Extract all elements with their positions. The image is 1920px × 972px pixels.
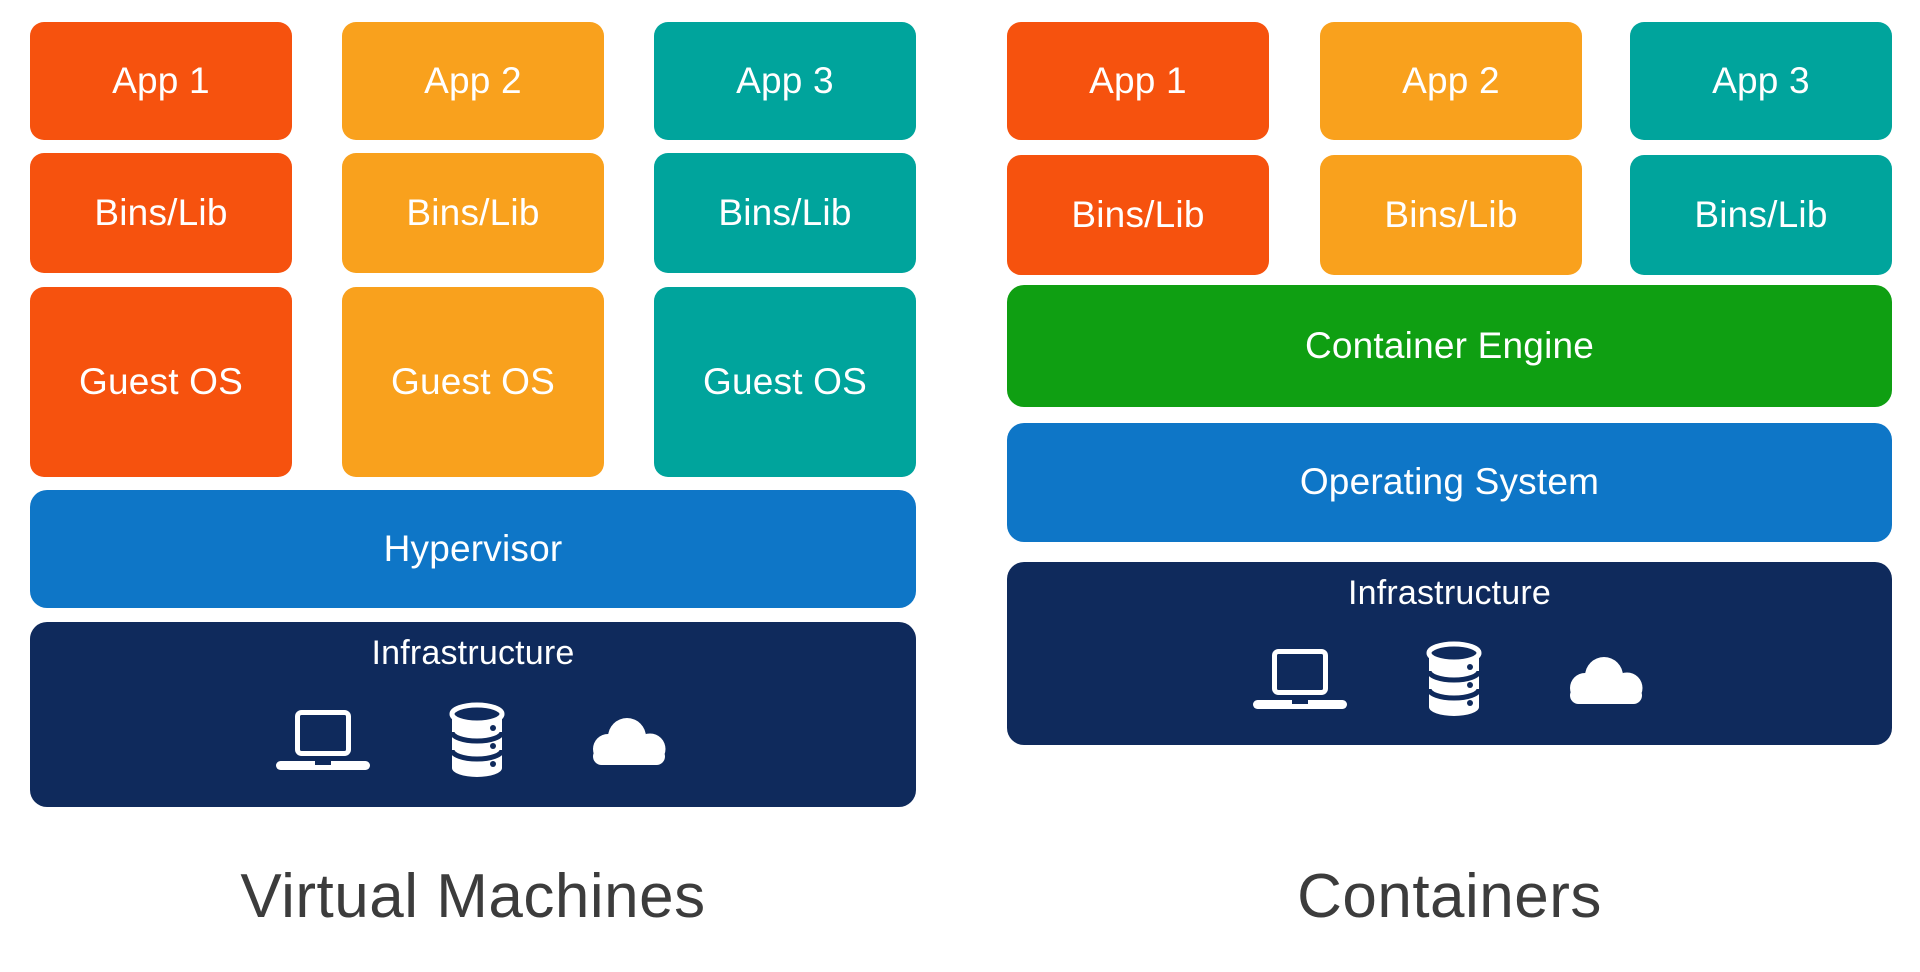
vm-guestos1-box: Guest OS <box>30 287 292 477</box>
containers-panel-title-text: Containers <box>1297 861 1602 931</box>
vm-bins3-box: Bins/Lib <box>654 153 916 273</box>
laptop-icon <box>276 709 370 770</box>
container-infrastructure-label: Infrastructure <box>1347 574 1552 612</box>
vm-app3-label: App 3 <box>736 59 834 101</box>
cloud-icon <box>593 717 666 765</box>
vm-infrastructure-label: Infrastructure <box>371 634 575 672</box>
containers-panel-title: Containers <box>1007 856 1892 936</box>
vm-app2-box: App 2 <box>342 22 604 140</box>
vm-panel-title-text: Virtual Machines <box>240 861 706 931</box>
operating-system-box: Operating System <box>1007 423 1892 542</box>
vm-infrastructure-box: Infrastructure <box>30 622 916 807</box>
operating-system-label: Operating System <box>1299 461 1600 503</box>
container-app3-box: App 3 <box>1630 22 1892 140</box>
vm-guestos2-box: Guest OS <box>342 287 604 477</box>
container-bins1-label: Bins/Lib <box>1071 193 1205 235</box>
container-engine-box: Container Engine <box>1007 285 1892 407</box>
container-bins1-box: Bins/Lib <box>1007 155 1269 275</box>
vm-app2-label: App 2 <box>424 59 522 101</box>
container-engine-label: Container Engine <box>1304 324 1595 366</box>
laptop-icon <box>1252 648 1347 709</box>
cloud-icon <box>1569 656 1642 704</box>
vm-guestos2-label: Guest OS <box>390 360 556 402</box>
container-bins3-box: Bins/Lib <box>1630 155 1892 275</box>
container-app2-box: App 2 <box>1320 22 1582 140</box>
vm-app1-label: App 1 <box>112 59 210 101</box>
vm-guestos1-label: Guest OS <box>78 360 244 402</box>
hypervisor-box: Hypervisor <box>30 490 916 608</box>
vm-infrastructure-icons <box>276 674 670 807</box>
vm-guestos3-box: Guest OS <box>654 287 916 477</box>
database-icon <box>449 702 505 777</box>
container-infrastructure-box: Infrastructure <box>1007 562 1892 745</box>
vm-bins2-box: Bins/Lib <box>342 153 604 273</box>
vm-bins2-label: Bins/Lib <box>406 191 540 233</box>
vm-bins1-box: Bins/Lib <box>30 153 292 273</box>
container-app1-label: App 1 <box>1089 59 1187 101</box>
vm-guestos3-label: Guest OS <box>702 360 868 402</box>
container-bins2-box: Bins/Lib <box>1320 155 1582 275</box>
container-app1-box: App 1 <box>1007 22 1269 140</box>
container-bins3-label: Bins/Lib <box>1694 193 1828 235</box>
vm-panel-title: Virtual Machines <box>30 856 916 936</box>
container-infrastructure-icons <box>1252 614 1647 745</box>
vm-app3-box: App 3 <box>654 22 916 140</box>
container-app2-label: App 2 <box>1402 59 1500 101</box>
hypervisor-label: Hypervisor <box>383 527 563 569</box>
vm-app1-box: App 1 <box>30 22 292 140</box>
vm-bins3-label: Bins/Lib <box>718 191 852 233</box>
container-bins2-label: Bins/Lib <box>1384 193 1518 235</box>
vm-bins1-label: Bins/Lib <box>94 191 228 233</box>
database-icon <box>1426 641 1481 716</box>
container-app3-label: App 3 <box>1712 59 1810 101</box>
